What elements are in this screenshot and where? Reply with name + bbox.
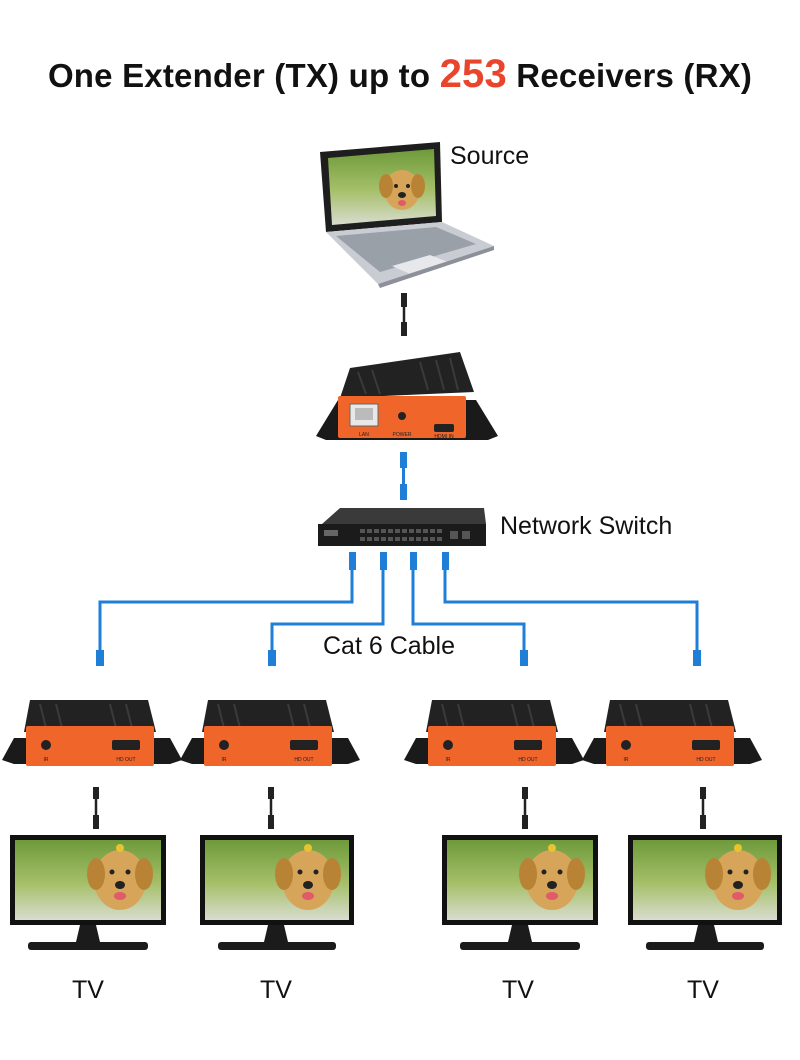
tx-port-label-lan: LAN	[359, 432, 369, 438]
title-count: 253	[439, 52, 507, 96]
rx1-port-hdout: HD OUT	[116, 757, 135, 763]
transmitter-extender: LAN POWER HDMI IN	[316, 352, 498, 440]
title-prefix: One Extender (TX) up to	[47, 57, 440, 94]
network-switch	[318, 508, 486, 546]
tv-2	[200, 835, 354, 950]
receiver-1: IR HD OUT	[2, 700, 182, 766]
cat6-cable-bundle	[98, 570, 699, 650]
dog-icon	[379, 170, 425, 210]
dog-icon	[519, 844, 585, 910]
receiver-3: IR HD OUT	[404, 700, 584, 766]
tv-4	[628, 835, 782, 950]
label-cat6-cable: Cat 6 Cable	[323, 632, 456, 660]
rx3-port-ir: IR	[446, 757, 451, 763]
label-source: Source	[450, 142, 530, 170]
rx3-port-hdout: HD OUT	[518, 757, 537, 763]
cat6-cable-tx	[400, 452, 407, 500]
tv-label-2: TV	[260, 976, 292, 1004]
title-suffix: Receivers (RX)	[506, 57, 753, 94]
hdmi-cables-tv	[93, 787, 706, 829]
cat6-connectors	[96, 552, 701, 666]
receiver-2: IR HD OUT	[180, 700, 360, 766]
tx-port-label-hdmi: HDMI IN	[434, 434, 454, 440]
tx-port-label-power: POWER	[393, 432, 412, 438]
tv-label-3: TV	[502, 976, 534, 1004]
rx4-port-hdout: HD OUT	[696, 757, 715, 763]
rx2-port-ir: IR	[222, 757, 227, 763]
tv-label-4: TV	[687, 976, 719, 1004]
dog-icon	[275, 844, 341, 910]
laptop-source	[320, 142, 494, 288]
rx4-port-ir: IR	[624, 757, 629, 763]
tv-label-1: TV	[72, 976, 104, 1004]
tv-1	[10, 835, 166, 950]
diagram-title: One Extender (TX) up to 253 Receivers (R…	[0, 52, 800, 97]
tv-3	[442, 835, 598, 950]
rx2-port-hdout: HD OUT	[294, 757, 313, 763]
receiver-4: IR HD OUT	[582, 700, 762, 766]
rx1-port-ir: IR	[44, 757, 49, 763]
dog-icon	[87, 844, 153, 910]
hdmi-cable-source	[401, 293, 407, 336]
label-network-switch: Network Switch	[500, 512, 673, 540]
dog-icon	[705, 844, 771, 910]
